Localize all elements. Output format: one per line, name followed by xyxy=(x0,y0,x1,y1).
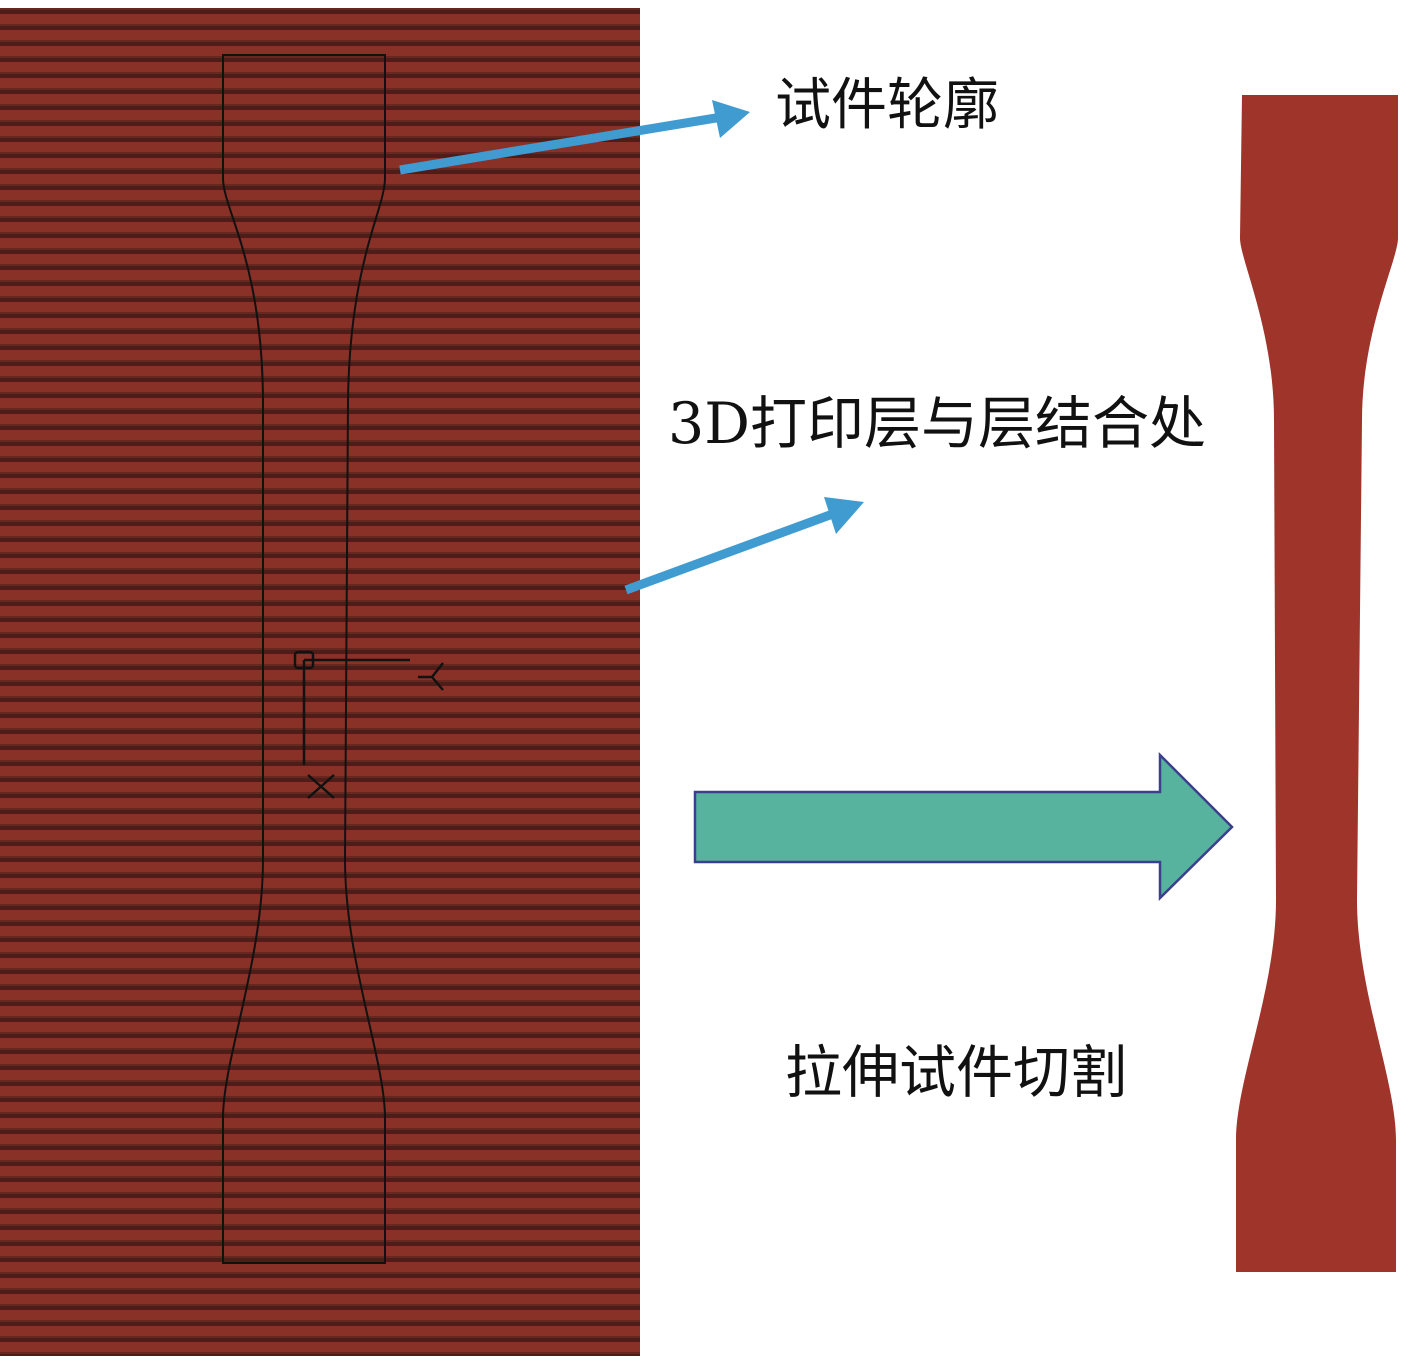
printed-layers-panel xyxy=(0,8,640,1356)
pointer-arrow-layer-interface xyxy=(624,497,864,595)
specimen-outline xyxy=(222,54,386,1264)
pointer-arrow-outline xyxy=(399,100,750,175)
process-arrow xyxy=(693,751,1234,901)
coordinate-axes-marker xyxy=(293,650,444,799)
label-cutting: 拉伸试件切割 xyxy=(785,1040,1127,1106)
label-layer-interface: 3D打印层与层结合处 xyxy=(668,391,1206,457)
label-specimen-outline: 试件轮廓 xyxy=(775,73,999,138)
cut-specimen xyxy=(1236,95,1398,1272)
